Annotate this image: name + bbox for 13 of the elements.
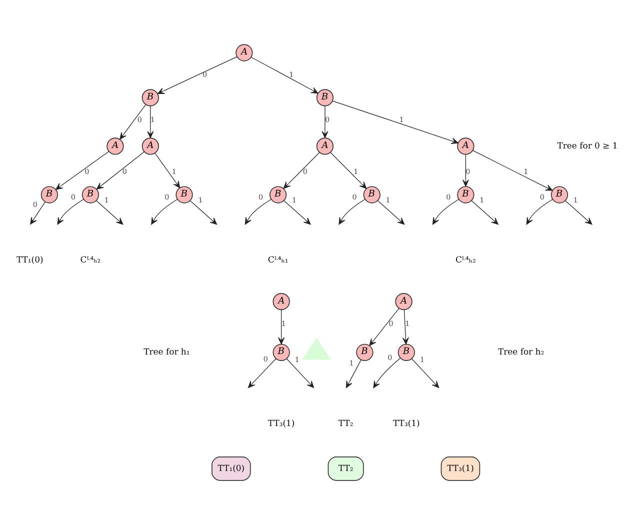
label: Cᴸ⁴ₕ₂ <box>455 254 476 264</box>
label: TT₃(1) <box>393 417 420 428</box>
legend-label: TT₂ <box>338 462 354 472</box>
label: TT₂ <box>338 417 354 428</box>
label: TT₃(1) <box>268 417 295 428</box>
label: Cᴸ⁴ₕ₂ <box>80 254 101 264</box>
legend-label: TT₃(1) <box>447 462 474 472</box>
label: Tree for 0 ≥ 1 <box>557 140 618 150</box>
label: Cᴸ⁴ₕ₁ <box>268 254 288 264</box>
legend-label: TT₁(0) <box>218 462 245 472</box>
label: Tree for h₂ <box>498 346 544 356</box>
label: TT₁(0) <box>16 254 44 264</box>
label: Tree for h₁ <box>144 346 190 356</box>
